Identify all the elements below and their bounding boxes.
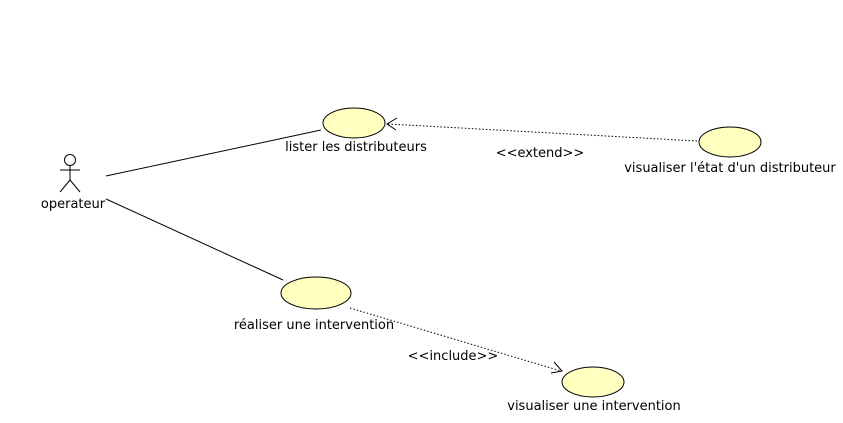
usecase-label: lister les distributeurs [285,140,427,155]
usecase-label: visualiser l'état d'un distributeur [624,161,836,176]
usecase-lister-les-distributeurs[interactable]: lister les distributeurs [285,107,427,155]
usecase-ellipse [698,126,762,158]
include-arrowhead [550,361,563,374]
usecase-visualiser-une-intervention[interactable]: visualiser une intervention [507,366,681,414]
usecase-label: visualiser une intervention [507,399,681,414]
include-label: <<include>> [408,349,499,364]
actor-operateur[interactable]: operateur [41,154,106,213]
association-operateur-realiser [105,198,284,281]
extend-arrowhead [386,117,398,131]
extend-relation: <<extend>> [386,117,698,161]
extend-label: <<extend>> [496,146,585,161]
stick-figure-icon [59,154,81,193]
actor-label: operateur [41,197,106,212]
usecase-label: réaliser une intervention [234,318,394,333]
usecase-realiser-une-intervention[interactable]: réaliser une intervention [234,276,394,333]
usecase-visualiser-etat-distributeur[interactable]: visualiser l'état d'un distributeur [624,126,836,176]
extend-line [387,123,698,142]
usecase-ellipse [322,107,386,139]
association-operateur-lister [105,129,322,177]
usecase-ellipse [561,366,625,398]
include-relation: <<include>> [349,307,563,374]
usecase-ellipse [280,276,352,310]
